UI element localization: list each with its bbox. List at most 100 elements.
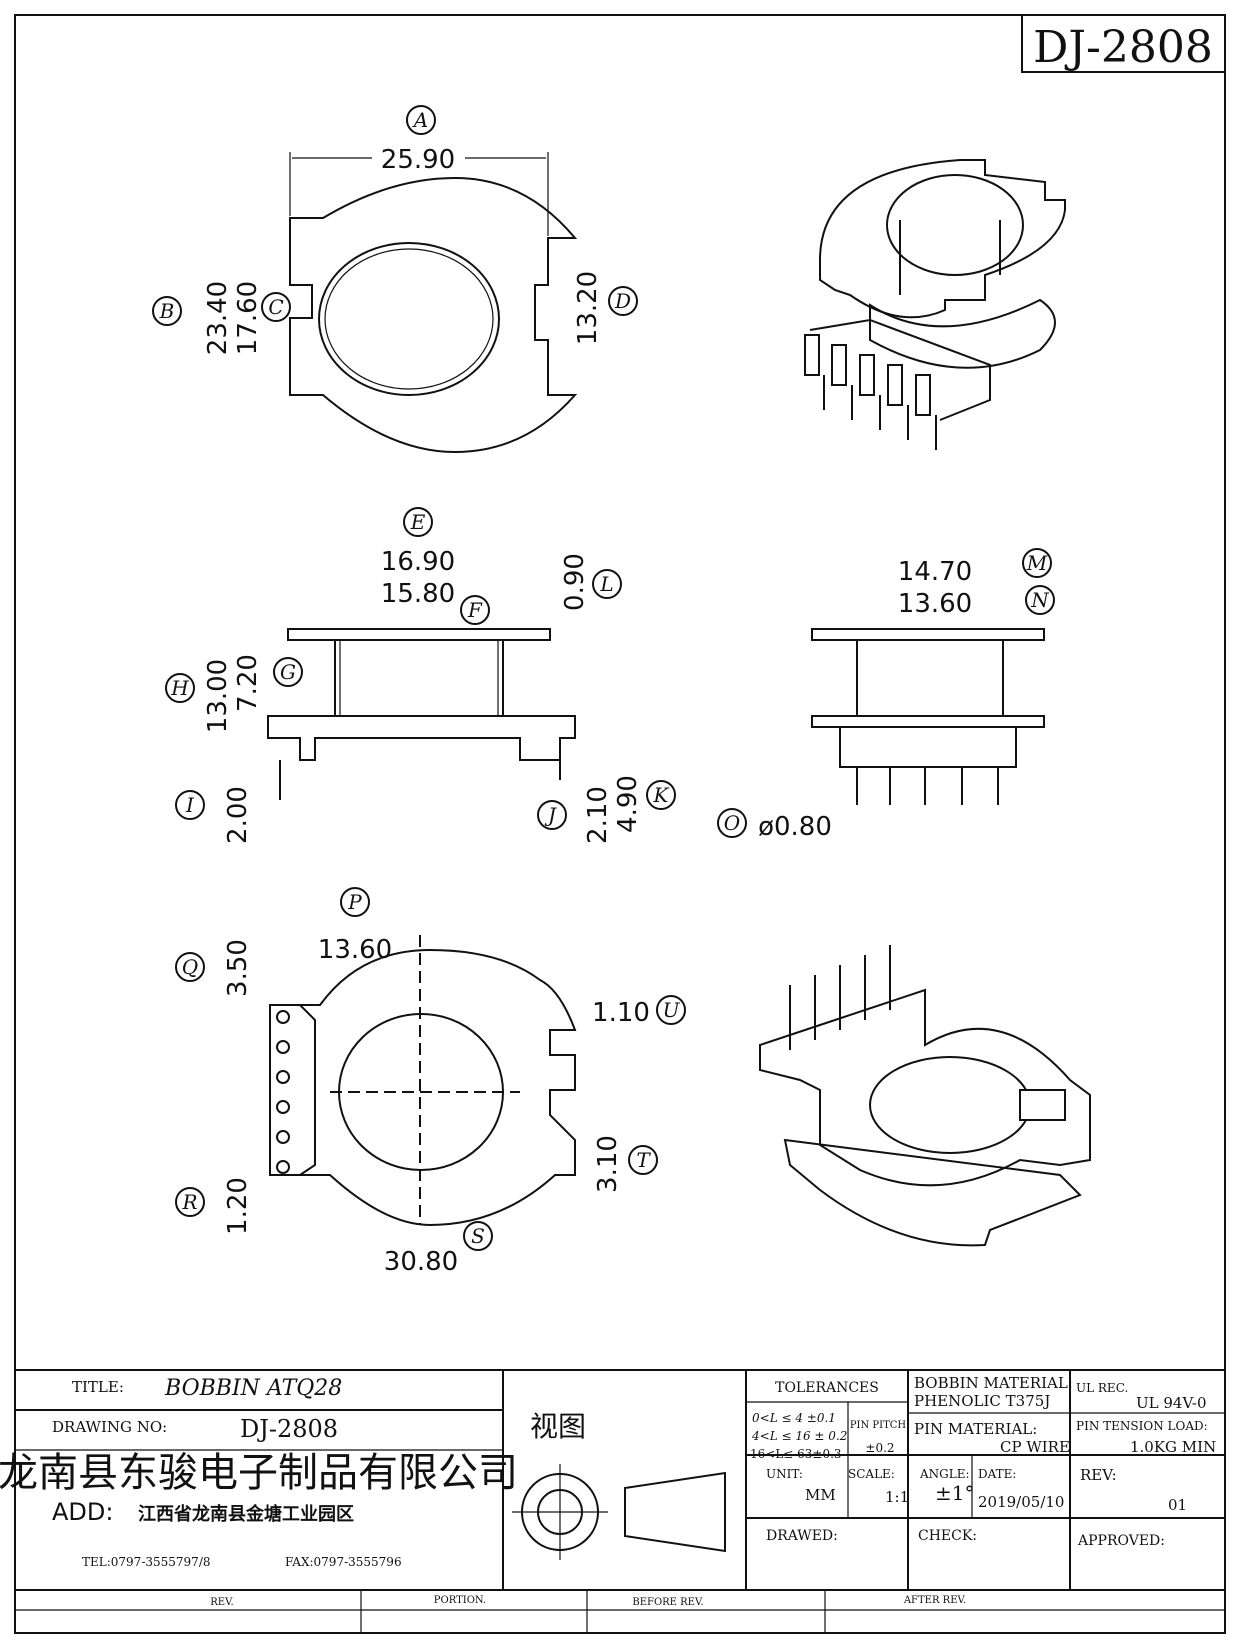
svg-text:B: B: [159, 299, 175, 323]
footer-after-rev: AFTER REV.: [903, 1595, 966, 1606]
label-Q: Q: [175, 952, 205, 982]
dim-F: 15.80: [381, 579, 455, 609]
pin-tension-label: PIN TENSION LOAD:: [1076, 1419, 1208, 1433]
label-E: E: [403, 507, 433, 537]
tel: TEL:0797-3555797/8: [82, 1555, 211, 1569]
dim-I: 2.00: [223, 786, 253, 844]
dim-U: 1.10: [592, 998, 650, 1028]
label-D: D: [608, 286, 638, 316]
pin-tension-value: 1.0KG MIN: [1130, 1438, 1216, 1456]
iso-view-top: [804, 159, 1066, 450]
svg-text:U: U: [663, 998, 681, 1022]
dim-G: 7.20: [233, 654, 263, 712]
label-I: I: [175, 790, 205, 820]
label-U: U: [656, 995, 686, 1025]
dim-B: 23.40: [203, 281, 233, 355]
label-A: A: [406, 105, 436, 135]
footer-rev: REV.: [210, 1597, 233, 1608]
svg-text:J: J: [544, 803, 557, 827]
label-O: O: [717, 808, 747, 838]
check-label: CHECK:: [918, 1528, 977, 1544]
dim-M: 14.70: [898, 557, 972, 587]
drawing-id-box: [1021, 14, 1226, 73]
svg-text:C: C: [268, 295, 283, 319]
svg-text:T: T: [636, 1148, 651, 1172]
bobbin-material-value: PHENOLIC T375J: [914, 1392, 1050, 1410]
unit-value: MM: [805, 1486, 836, 1504]
svg-text:I: I: [185, 793, 195, 817]
footer-before-rev: BEFORE REV.: [632, 1597, 703, 1608]
dim-K: 4.90: [613, 775, 643, 833]
fax: FAX:0797-3555796: [285, 1555, 402, 1569]
dim-H: 13.00: [203, 659, 233, 733]
title-label: TITLE:: [72, 1378, 124, 1396]
dim-D: 13.20: [573, 271, 603, 345]
unit-label: UNIT:: [766, 1467, 803, 1481]
label-M: M: [1022, 548, 1052, 578]
ul-rec-label: UL REC.: [1076, 1381, 1128, 1395]
pin-material-label: PIN MATERIAL:: [914, 1420, 1037, 1438]
svg-text:R: R: [181, 1190, 197, 1214]
svg-text:K: K: [653, 783, 670, 807]
title-block: [15, 1369, 1225, 1633]
drawing-no-label: DRAWING NO:: [52, 1418, 167, 1436]
svg-text:S: S: [471, 1224, 485, 1248]
label-B: B: [152, 296, 182, 326]
svg-text:G: G: [280, 660, 296, 684]
svg-text:M: M: [1026, 551, 1048, 575]
label-J: J: [537, 800, 567, 830]
dim-J: 2.10: [583, 786, 613, 844]
svg-text:H: H: [170, 676, 189, 700]
drawing-id: DJ-2808: [1033, 22, 1213, 73]
dim-C: 17.60: [233, 281, 263, 355]
pin-pitch-label: PIN PITCH: [850, 1420, 907, 1431]
tol-row-3: 16<L≤ 63±0.3: [750, 1447, 842, 1461]
bottom-view: [269, 935, 577, 1227]
label-H: H: [165, 673, 195, 703]
date-label: DATE:: [978, 1467, 1016, 1481]
date-value: 2019/05/10: [978, 1493, 1064, 1511]
company-name: 龙南县东骏电子制品有限公司: [0, 1450, 518, 1496]
sheet-border: [14, 14, 1226, 1634]
dim-E: 16.90: [381, 547, 455, 577]
pin-material-value: CP WIRE: [1000, 1438, 1070, 1456]
svg-text:A: A: [412, 108, 428, 132]
label-C: C: [261, 292, 291, 322]
dim-P: 13.60: [318, 935, 392, 965]
title-value: BOBBIN ATQ28: [164, 1376, 342, 1401]
side-view: [811, 628, 1045, 805]
dim-T: 3.10: [593, 1135, 623, 1193]
label-K: K: [646, 780, 676, 810]
iso-view-bottom: [759, 945, 1091, 1247]
svg-text:N: N: [1030, 588, 1050, 612]
svg-text:Q: Q: [182, 955, 198, 979]
label-L: L: [592, 569, 622, 599]
tolerances-label: TOLERANCES: [775, 1380, 879, 1396]
svg-text:F: F: [467, 598, 483, 622]
dim-A: 25.90: [381, 145, 455, 175]
tol-row-2: 4<L ≤ 16 ± 0.2: [751, 1429, 847, 1443]
approved-label: APPROVED:: [1077, 1533, 1165, 1549]
svg-text:L: L: [599, 572, 613, 596]
label-P: P: [340, 887, 370, 917]
dim-R: 1.20: [223, 1177, 253, 1235]
angle-label: ANGLE:: [919, 1467, 970, 1481]
rev-label: REV:: [1080, 1466, 1117, 1484]
svg-text:P: P: [347, 890, 362, 914]
ul-rec-value: UL 94V-0: [1136, 1394, 1207, 1412]
svg-text:D: D: [614, 289, 631, 313]
address-label: ADD:: [52, 1498, 113, 1526]
dim-Q: 3.50: [223, 939, 253, 997]
dim-N: 13.60: [898, 589, 972, 619]
dim-S: 30.80: [384, 1247, 458, 1277]
bobbin-material-label: BOBBIN MATERIAL:: [914, 1374, 1073, 1392]
address-value: 江西省龙南县金塘工业园区: [138, 1503, 354, 1525]
drawed-label: DRAWED:: [766, 1528, 838, 1544]
view-label: 视图: [530, 1410, 586, 1443]
scale-label: SCALE:: [848, 1467, 895, 1481]
scale-value: 1:1: [885, 1488, 909, 1506]
pin-pitch-value: ±0.2: [865, 1441, 894, 1455]
footer-portion: PORTION.: [434, 1595, 486, 1606]
label-S: S: [463, 1221, 493, 1251]
